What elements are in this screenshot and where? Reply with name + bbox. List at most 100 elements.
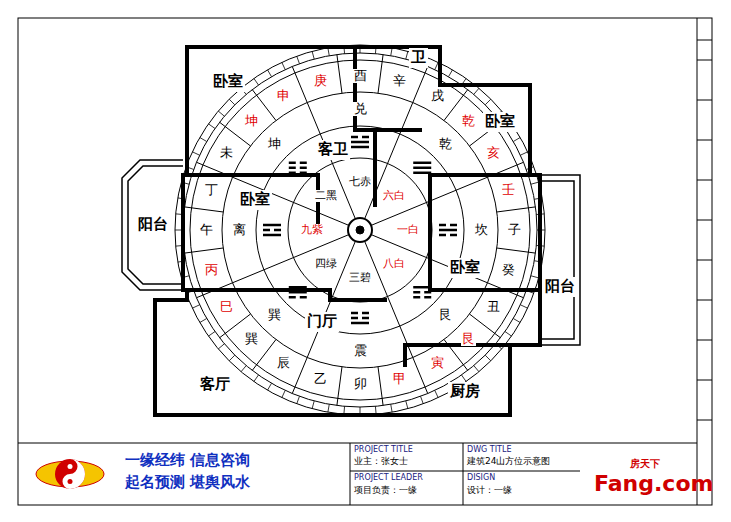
mountain-name: 艮 xyxy=(461,332,476,346)
yao-line xyxy=(289,296,296,299)
compass-line xyxy=(233,235,349,283)
trigram-symbols xyxy=(263,137,457,323)
compass-line xyxy=(474,366,479,372)
trigram-name: 坤 xyxy=(267,137,282,151)
mountain-name: 戌 xyxy=(430,89,445,103)
field-value: 项目负责：一缘 xyxy=(354,486,417,496)
trigram-name: 坎 xyxy=(474,223,489,237)
frame-ticks xyxy=(697,40,712,420)
compass-line xyxy=(312,401,314,409)
mountain-name: 丑 xyxy=(486,300,501,314)
compass-line xyxy=(378,55,383,94)
watermark: 房天下 xyxy=(630,458,660,469)
room-label: 卧室 xyxy=(448,258,482,277)
compass-line xyxy=(462,375,467,382)
watermark: Fang.com xyxy=(594,472,713,496)
room-label: 阳台 xyxy=(543,277,577,296)
yao-line xyxy=(289,291,307,294)
trigram-name: 艮 xyxy=(438,308,453,322)
room-label: 客厅 xyxy=(198,375,232,394)
yao-line xyxy=(274,229,281,232)
compass-line xyxy=(365,103,413,219)
yao-line xyxy=(439,234,446,237)
yao-line xyxy=(263,229,270,232)
yao-line xyxy=(351,322,369,325)
compass-line xyxy=(406,401,408,409)
compass-line xyxy=(497,207,536,212)
yao-line xyxy=(300,162,307,165)
star-name: 一白 xyxy=(396,224,420,236)
room-label: 阳台 xyxy=(136,215,170,234)
compass-line xyxy=(268,70,272,77)
compass-line xyxy=(413,66,428,102)
room-name: 厨房 xyxy=(450,382,480,400)
yao-line xyxy=(300,296,307,299)
compass-line xyxy=(337,367,342,406)
compass-line xyxy=(520,305,527,308)
compass-line xyxy=(513,138,520,142)
mountain-name: 巽 xyxy=(244,332,259,346)
yao-line xyxy=(300,167,307,170)
yao-line xyxy=(439,224,446,227)
compass-line xyxy=(268,383,272,390)
compass-line xyxy=(413,357,428,393)
compass-line xyxy=(218,111,224,116)
compass-line xyxy=(474,88,479,94)
yao-line xyxy=(413,172,431,175)
field-name: PROJECT LEADER xyxy=(354,474,423,483)
compass-line xyxy=(421,396,424,404)
star-name: 七赤 xyxy=(348,176,372,188)
compass-line xyxy=(200,319,207,323)
field-value: 设计：一缘 xyxy=(467,486,512,496)
mountain-name: 丙 xyxy=(204,263,219,277)
mountain-name: 酉 xyxy=(353,69,368,83)
compass-line xyxy=(449,70,453,77)
compass-line xyxy=(505,332,512,337)
compass-line xyxy=(292,357,307,393)
room-name: 阳台 xyxy=(545,277,575,295)
yao-line xyxy=(424,296,431,299)
yao-line xyxy=(351,146,369,149)
mountain-name: 癸 xyxy=(501,263,516,277)
compass-line xyxy=(435,62,438,69)
room-label: 卧室 xyxy=(211,72,245,91)
compass-line xyxy=(208,124,215,129)
compass-line xyxy=(229,99,235,105)
yao-line xyxy=(351,141,369,144)
balconies xyxy=(122,160,580,345)
compass-line xyxy=(531,182,539,184)
yao-line xyxy=(263,234,281,237)
compass-line xyxy=(241,366,246,372)
yao-line xyxy=(362,312,369,315)
compass-line xyxy=(378,367,383,406)
trigram-name: 兑 xyxy=(353,102,368,116)
compass-lines xyxy=(175,45,545,415)
mountain-name: 庚 xyxy=(313,74,328,88)
mountain-name: 辰 xyxy=(276,356,291,370)
compass-line xyxy=(307,103,355,219)
walls xyxy=(155,47,540,415)
compass-line xyxy=(485,355,491,361)
field-value: 建筑24山方位示意图 xyxy=(467,457,550,467)
compass-line xyxy=(185,207,224,212)
trigram-name: 离 xyxy=(232,223,247,237)
room-name: 客卫 xyxy=(318,140,348,158)
compass-line xyxy=(292,66,307,102)
mountain-name: 卯 xyxy=(353,377,368,391)
mountain-name: 坤 xyxy=(244,114,259,128)
yao-line xyxy=(289,162,296,165)
room-name: 卧室 xyxy=(213,72,243,90)
logo xyxy=(36,459,104,489)
room-name: 阳台 xyxy=(138,215,168,233)
room-name: 卫 xyxy=(411,48,426,66)
compass-line xyxy=(192,152,199,155)
star-name: 三碧 xyxy=(348,272,372,284)
compass-line xyxy=(192,305,199,308)
trigram-name: 震 xyxy=(353,344,368,358)
compass-line xyxy=(328,404,329,412)
yao-line xyxy=(362,136,369,139)
room-label: 卫 xyxy=(409,48,428,67)
compass-line xyxy=(435,390,438,397)
compass-line xyxy=(497,248,536,253)
